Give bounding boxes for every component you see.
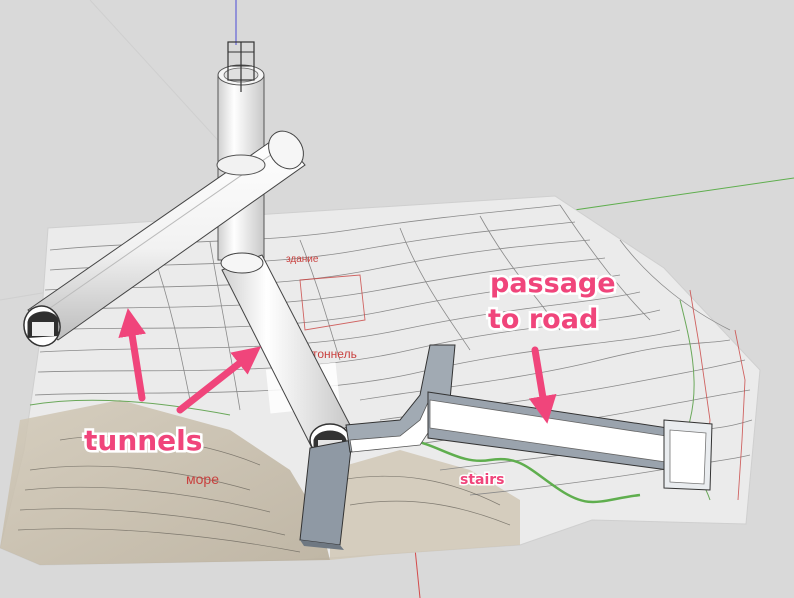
stairs-path	[409, 438, 641, 504]
map-label-tunnel: тоннель	[312, 347, 357, 361]
lower-terrain	[330, 450, 520, 560]
arrow-to-upper-tunnel	[118, 308, 147, 402]
passage-label-line2: to road	[488, 304, 598, 335]
passage-structure	[299, 344, 713, 550]
tunnels-label: tunnels	[84, 424, 202, 457]
terrain-detail-lines	[17, 435, 511, 553]
contour-lines	[34, 204, 753, 496]
arrow-to-sloped-tunnel	[176, 346, 262, 414]
upper-tunnel	[23, 130, 306, 347]
shaft-collar	[216, 154, 266, 176]
annotation-arrows	[118, 308, 557, 424]
passage-label-line1: passage	[490, 268, 616, 299]
sea-terrain	[0, 400, 330, 565]
stairs-label: stairs	[460, 472, 505, 488]
arrow-to-road-passage	[528, 346, 557, 424]
map-label-building: здание	[286, 254, 319, 265]
topographic-map: здание тоннель море	[0, 195, 761, 566]
map-label-sea: море	[186, 471, 219, 487]
